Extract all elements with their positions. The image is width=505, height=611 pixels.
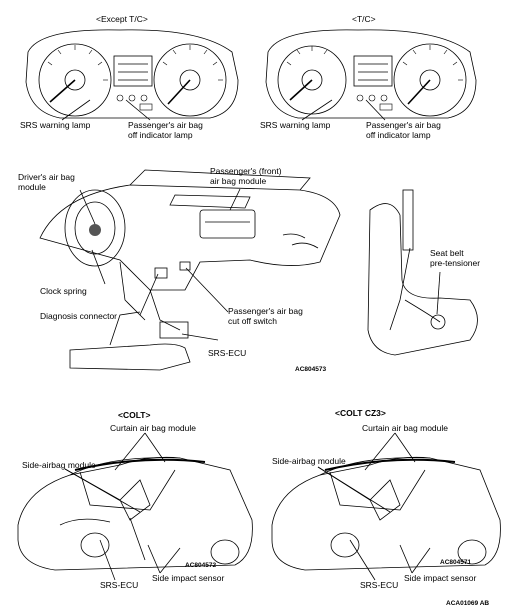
car-colt-cz3 (271, 432, 501, 581)
car-title-colt-cz3: <COLT CZ3> (335, 408, 386, 418)
figure-code: ACA01069 AB (446, 600, 490, 607)
center-console (69, 343, 191, 371)
clock-spring-label: Clock spring (40, 286, 87, 296)
curtain-label-left: Curtain air bag module (110, 423, 196, 433)
curtain-label-right: Curtain air bag module (362, 423, 448, 433)
dashboard-code: AC804573 (295, 366, 327, 373)
dashboard-drawing (39, 169, 341, 371)
cluster-title-except-tc: <Except T/C> (96, 14, 148, 24)
diagnosis-connector-label: Diagnosis connector (40, 311, 118, 321)
tachometer-dial (38, 43, 112, 117)
srs-ecu-label-left: SRS-ECU (100, 580, 139, 590)
passenger-off-lamp-label-left: Passenger's air bag off indicator lamp (128, 120, 203, 140)
diagnosis-connector-part (154, 267, 168, 279)
pretensioner (430, 314, 446, 330)
car-code-left: AC804572 (185, 562, 217, 569)
seat (369, 479, 401, 521)
srs-ecu-box (159, 321, 189, 339)
side-airbag-label-right: Side-airbag module (272, 456, 346, 466)
car-colt (17, 432, 253, 581)
srs-warning-lamp-label-left: SRS warning lamp (20, 120, 91, 130)
steering-wheel (64, 189, 126, 267)
lcd-display (353, 55, 393, 87)
passenger-airbag-label: Passenger's (front) air bag module (210, 166, 282, 186)
car-code-right: AC804571 (440, 559, 472, 566)
side-airbag-label-left: Side-airbag module (22, 460, 96, 470)
cluster-title-tc: <T/C> (352, 14, 376, 24)
cutoff-switch-label: Passenger's air bag cut off switch (228, 306, 303, 326)
speedometer-dial (393, 43, 467, 117)
side-sensor-label-right: Side impact sensor (404, 573, 477, 583)
lcd-display (113, 55, 153, 87)
cluster-except-tc (25, 29, 239, 121)
belt-pillar (402, 189, 414, 251)
passenger-off-lamp-label-right: Passenger's air bag off indicator lamp (366, 120, 441, 140)
driver-airbag-label: Driver's air bag module (18, 172, 75, 192)
cluster-tc (265, 29, 477, 121)
seat-belt-drawing (367, 189, 478, 356)
side-sensor-label-left: Side impact sensor (152, 573, 225, 583)
cutoff-switch-part (179, 261, 191, 271)
passenger-airbag (199, 209, 256, 239)
srs-ecu-label-right: SRS-ECU (360, 580, 399, 590)
pretensioner-label: Seat belt pre-tensioner (430, 248, 481, 268)
srs-warning-lamp-label-right: SRS warning lamp (260, 120, 331, 130)
seat (367, 203, 478, 356)
seat (119, 479, 151, 521)
srs-ecu-label-dashboard: SRS-ECU (208, 348, 247, 358)
car-title-colt: <COLT> (118, 410, 151, 420)
speedometer-dial (153, 43, 227, 117)
